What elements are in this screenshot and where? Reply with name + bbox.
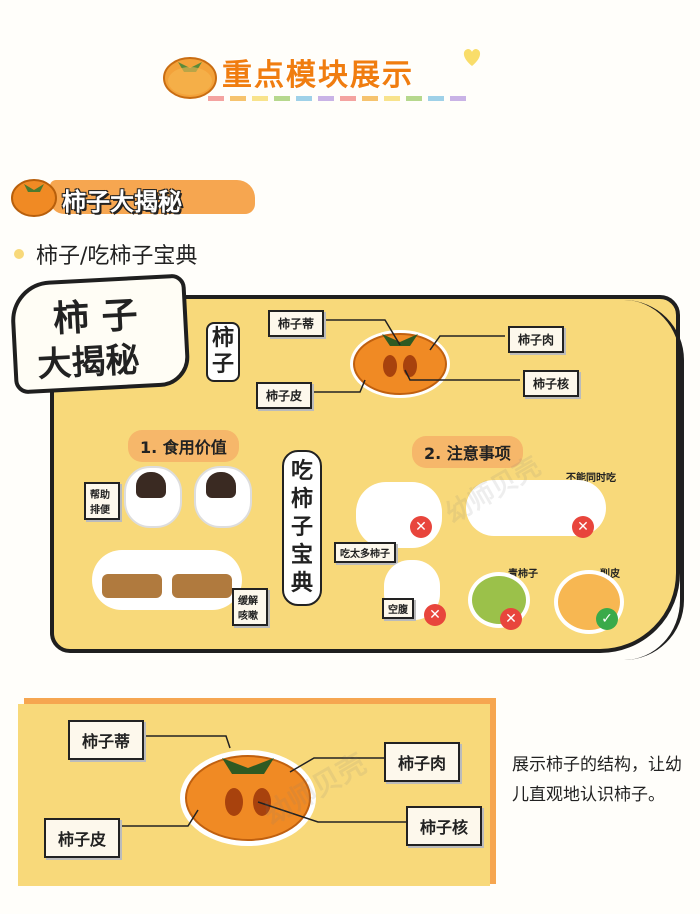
header-dash [274, 96, 290, 101]
brush-stroke [50, 180, 255, 214]
header-dash [230, 96, 246, 101]
part-label-peel: 柿子皮 [256, 382, 313, 409]
header: 重点模块展示 [0, 40, 700, 110]
part-label-seed: 柿子核 [523, 370, 580, 397]
attention-item-3: 空腹 [382, 598, 414, 619]
header-dash [340, 96, 356, 101]
detail-label-stem: 柿子蒂 [68, 720, 145, 760]
header-dash [384, 96, 400, 101]
value-item-2: 缓解咳嗽 [232, 588, 268, 626]
attention-item-4: 青柿子 [508, 569, 538, 580]
poster: 柿 子 大揭秘 柿子 柿子蒂 柿子肉 柿子核 柿子皮 1. 食用价值 帮助排便 … [0, 270, 700, 670]
poster-panel-shadow [610, 300, 684, 660]
header-dash [406, 96, 422, 101]
peeled-persimmon [554, 570, 624, 634]
leader-lines-detail [118, 735, 408, 827]
header-dash [296, 96, 312, 101]
persimmon-icon [163, 57, 217, 99]
header-dash [450, 96, 466, 101]
detail-card: 柿子蒂 柿子肉 柿子核 柿子皮 幼师贝壳 [18, 698, 496, 886]
detail-label-seed: 柿子核 [406, 806, 483, 846]
header-dash [252, 96, 268, 101]
bullet-dot [14, 249, 24, 259]
center-vertical-title: 吃柿子宝典 [282, 450, 322, 606]
section-heading: 柿子大揭秘 [10, 172, 260, 220]
kid-eating [356, 482, 442, 548]
attention-title: 2. 注意事项 [412, 436, 523, 468]
detail-label-peel: 柿子皮 [44, 818, 121, 858]
cross-icon: ✕ [572, 516, 594, 538]
attention-item-2: 吃太多柿子 [334, 542, 396, 563]
header-dash [208, 96, 224, 101]
header-dash-line [208, 96, 478, 102]
value-title: 1. 食用价值 [128, 430, 239, 462]
kids-illustration-2 [92, 550, 242, 610]
attention-item-5: 削皮 [600, 569, 620, 580]
value-item-1: 帮助排便 [84, 482, 120, 520]
heart-icon [463, 49, 481, 66]
section-subtitle: 柿子/吃柿子宝典 [36, 244, 198, 269]
check-icon: ✓ [596, 608, 618, 630]
attention-item-1: 不能同时吃 [566, 473, 616, 484]
leader-lines-poster [310, 319, 520, 393]
header-title: 重点模块展示 [222, 58, 414, 93]
header-dash [362, 96, 378, 101]
cross-icon: ✕ [500, 608, 522, 630]
header-dash [318, 96, 334, 101]
persimmon-icon [11, 179, 57, 217]
persimmon-cross-section [180, 750, 316, 846]
detail-description: 展示柿子的结构，让幼儿直观地认识柿子。 [512, 755, 682, 805]
cross-icon: ✕ [424, 604, 446, 626]
header-dash [428, 96, 444, 101]
cross-icon: ✕ [410, 516, 432, 538]
section-title: 柿子大揭秘 [62, 188, 182, 216]
part-label-stem: 柿子蒂 [268, 310, 325, 337]
poster-side-label: 柿子 [206, 322, 240, 382]
kids-illustration-1 [124, 466, 252, 528]
detail-label-flesh: 柿子肉 [384, 742, 461, 782]
persimmon-cross-section [350, 330, 450, 398]
part-label-flesh: 柿子肉 [508, 326, 565, 353]
